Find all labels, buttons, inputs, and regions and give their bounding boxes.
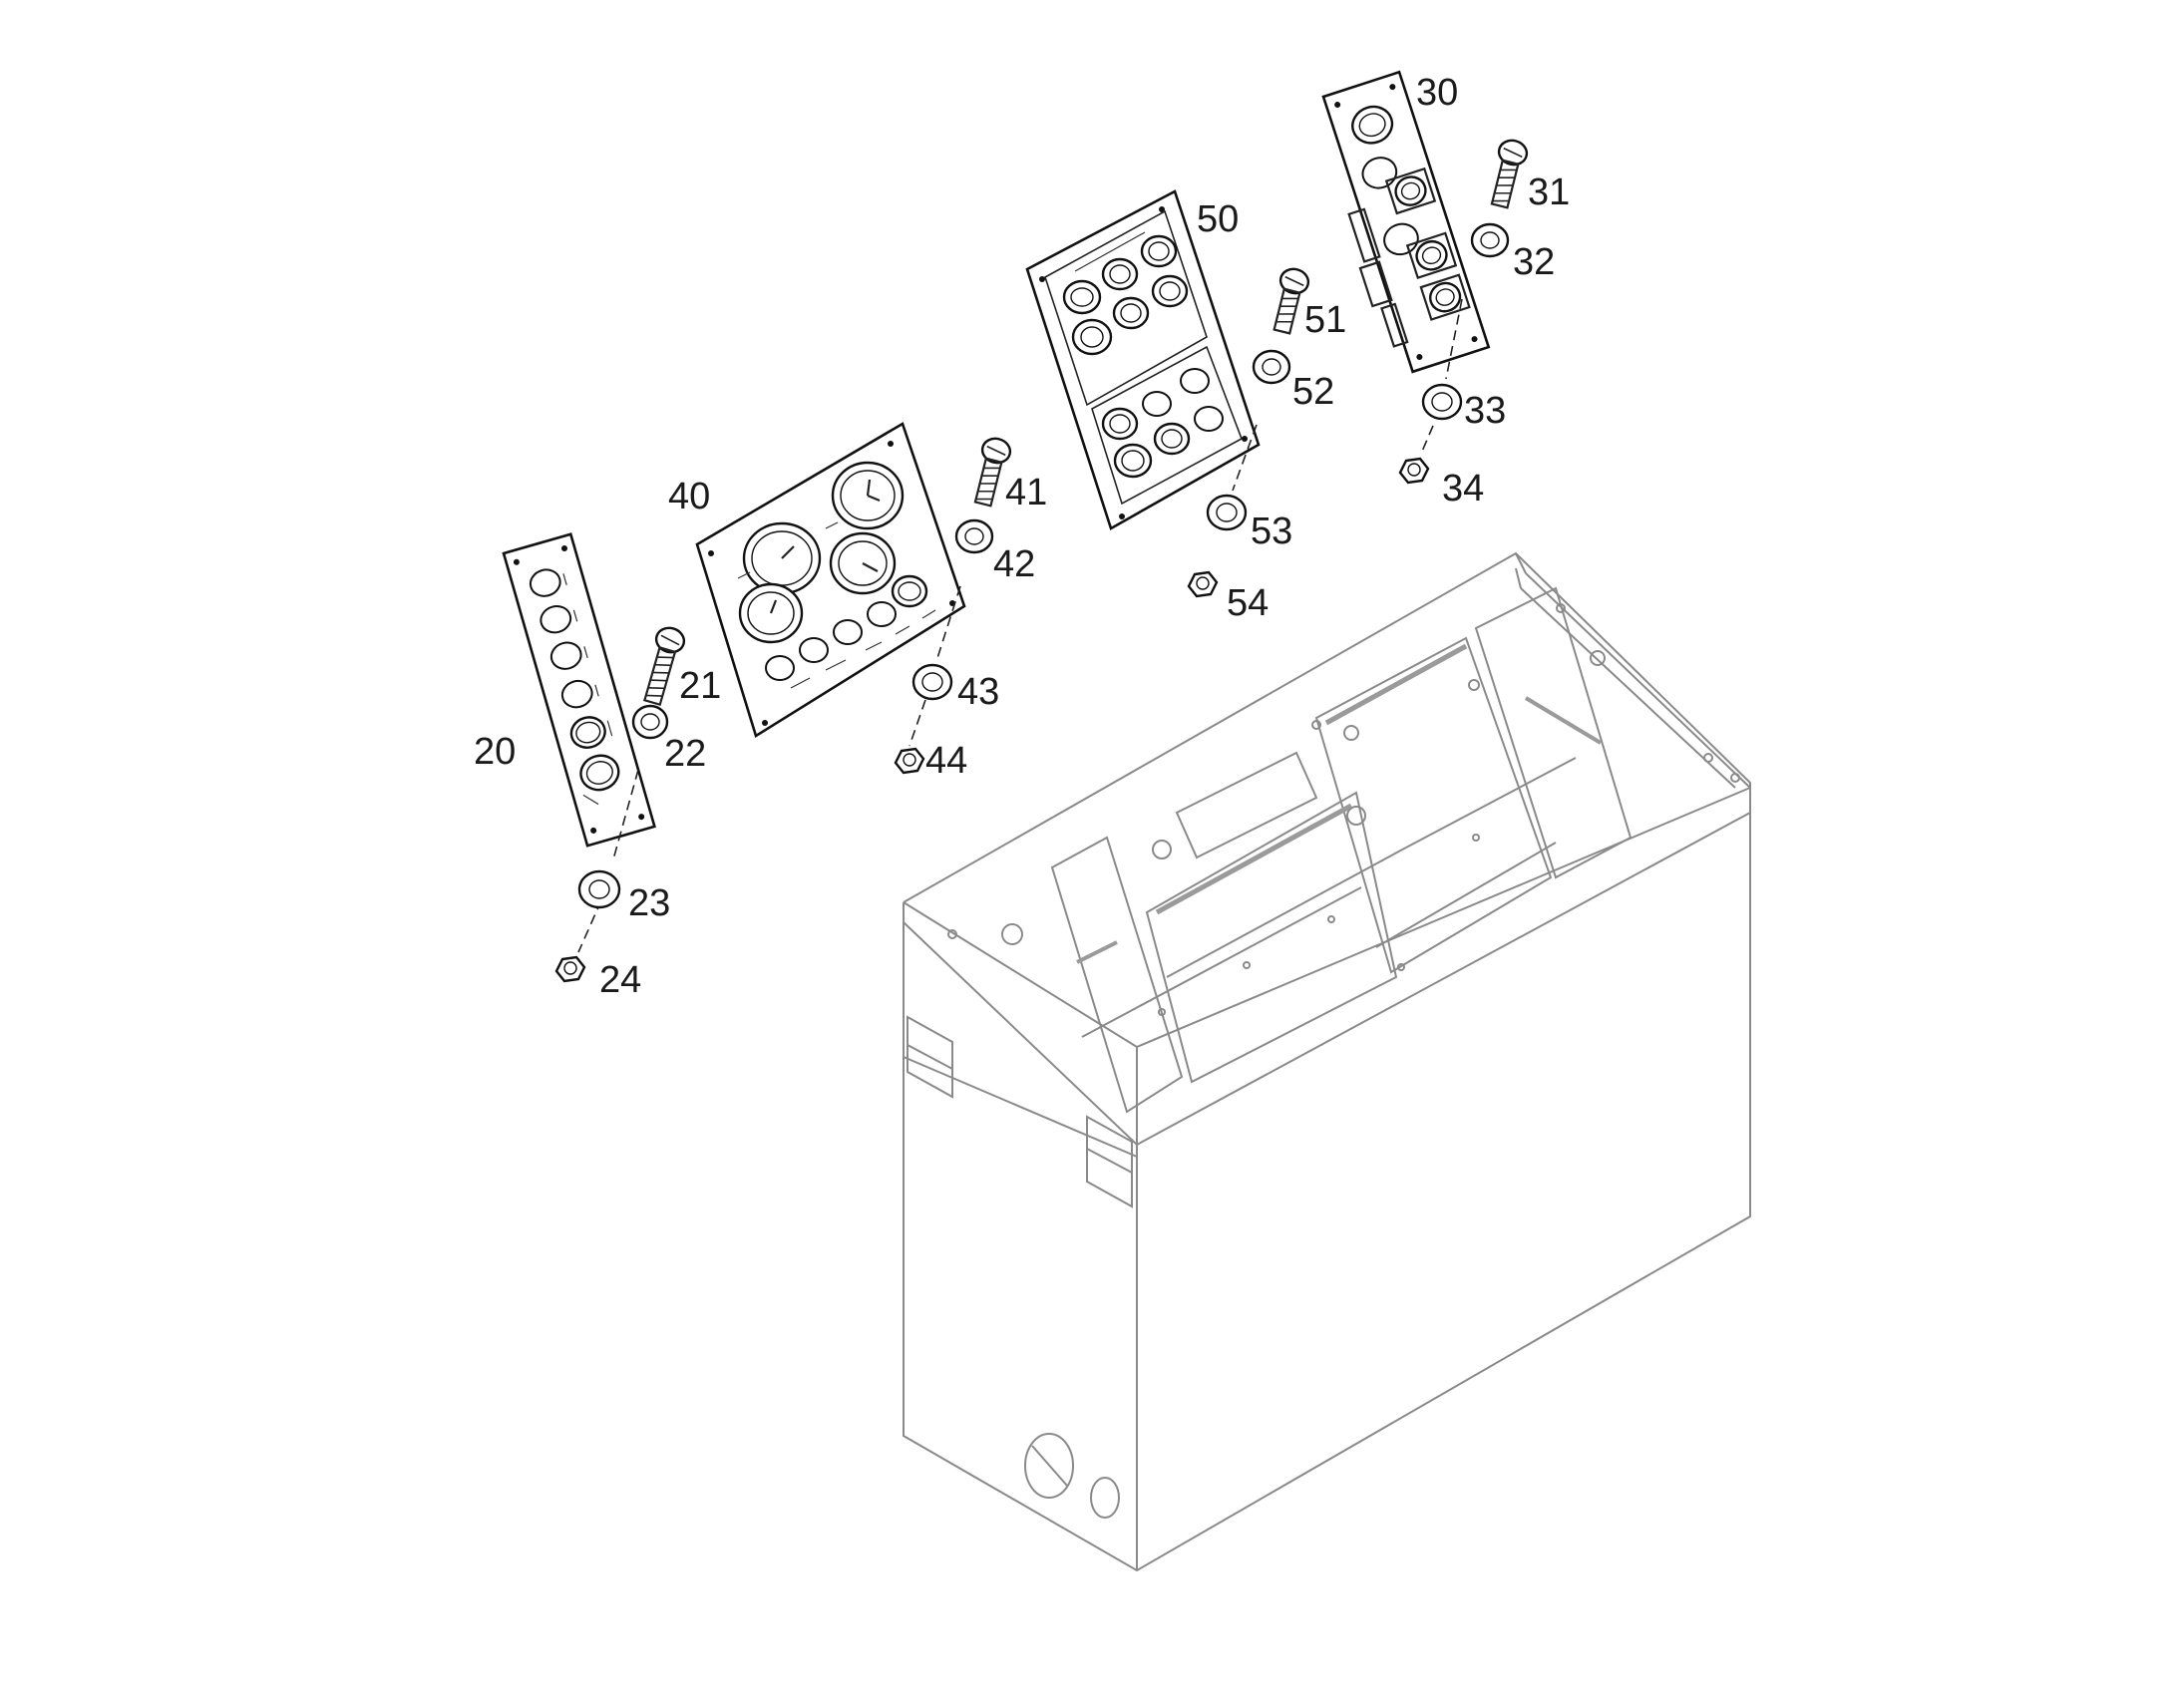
console-housing — [903, 551, 1751, 1572]
callout-53: 53 — [1251, 511, 1292, 552]
nut-24 — [554, 955, 586, 983]
callout-54: 54 — [1227, 582, 1269, 624]
callout-24: 24 — [599, 959, 641, 1001]
panel-30-switches — [1351, 105, 1471, 321]
callout-52: 52 — [1292, 371, 1334, 413]
tachometer-gauge — [742, 521, 822, 595]
washer-52 — [1252, 349, 1291, 385]
panel-50-lower-indicators — [1101, 368, 1224, 479]
callout-51: 51 — [1304, 299, 1346, 341]
washer-42 — [954, 518, 994, 554]
callout-23: 23 — [628, 882, 670, 924]
callout-50: 50 — [1197, 198, 1239, 240]
callout-42: 42 — [993, 543, 1035, 585]
callout-43: 43 — [957, 671, 999, 713]
callout-30: 30 — [1416, 72, 1458, 114]
callout-21: 21 — [679, 665, 721, 707]
nut-44 — [894, 747, 925, 775]
washer-22 — [631, 704, 669, 740]
panel-50-upper-indicators — [1062, 234, 1189, 356]
panel-50 — [1025, 189, 1261, 530]
panel-20 — [502, 532, 656, 848]
callout-44: 44 — [925, 740, 967, 782]
panel-40-indicators — [765, 574, 928, 681]
panel-20-switches — [529, 568, 620, 792]
washer-43 — [911, 663, 953, 701]
panel-40 — [695, 422, 966, 738]
washer-53 — [1206, 494, 1248, 531]
washer-33 — [1421, 383, 1463, 421]
callout-40: 40 — [668, 476, 710, 517]
callout-32: 32 — [1513, 241, 1555, 283]
callout-34: 34 — [1442, 468, 1484, 510]
temperature-gauge — [829, 531, 897, 595]
pressure-gauge — [738, 582, 804, 644]
callout-31: 31 — [1528, 171, 1570, 213]
washer-32 — [1470, 222, 1510, 258]
callout-41: 41 — [1005, 472, 1047, 513]
panel-30 — [1321, 70, 1491, 374]
screw-21 — [643, 626, 686, 707]
clock-gauge — [831, 461, 905, 530]
screw-51 — [1272, 267, 1310, 335]
panel-30-rear-switch-bodies — [1347, 207, 1409, 348]
callout-20: 20 — [474, 731, 516, 773]
callout-33: 33 — [1464, 390, 1506, 432]
callout-labels: 20 21 22 23 24 30 31 32 33 34 40 41 42 4… — [474, 72, 1570, 1001]
nut-34 — [1398, 457, 1430, 485]
nut-54 — [1187, 570, 1219, 598]
screw-41 — [973, 437, 1012, 508]
callout-22: 22 — [664, 733, 706, 775]
washer-23 — [577, 869, 621, 909]
screw-31 — [1490, 139, 1529, 209]
